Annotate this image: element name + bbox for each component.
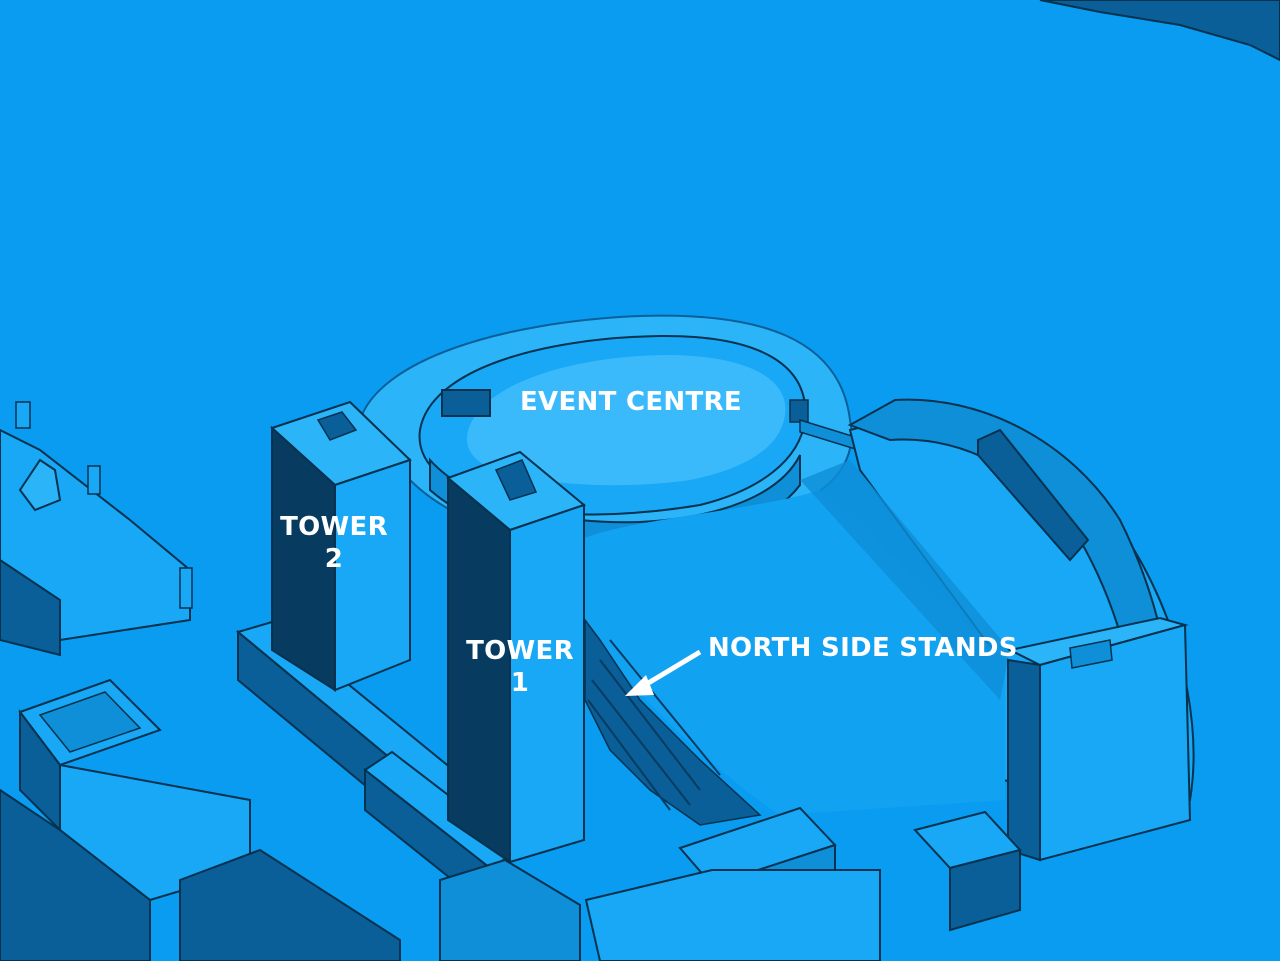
tower-1-label-line2: 1	[510, 668, 530, 698]
tower-1-roof-box	[494, 459, 538, 501]
north-side-stands-rows	[587, 639, 721, 811]
low-block-left-dark	[0, 788, 151, 961]
heritage-spire-left	[15, 401, 31, 429]
tower-2-front	[334, 458, 411, 692]
front-block-bottom-left	[179, 848, 401, 961]
river-edge	[1039, 0, 1280, 62]
stadium-scoreboard	[977, 428, 1090, 562]
event-centre-roof-highlight	[467, 355, 786, 486]
north-side-stands-label: NORTH SIDE STANDS	[708, 633, 1018, 663]
low-block-left-inner	[38, 691, 142, 753]
east-tower-side	[1007, 658, 1041, 862]
tower-2-label-line2: 2	[324, 544, 344, 574]
front-block-bottom	[584, 869, 881, 961]
heritage-spire-far	[179, 567, 193, 609]
heritage-building-dark-face	[0, 558, 61, 657]
tower-2-side	[271, 425, 336, 692]
tower-2-label: TOWER 2	[278, 511, 390, 575]
field-shadow-band	[800, 460, 1010, 700]
front-block-right-front	[949, 848, 1021, 932]
east-tower-roof-box	[1069, 639, 1113, 669]
tower-1-label: TOWER 1	[464, 635, 576, 699]
east-tower-front	[1039, 623, 1192, 862]
arrow-icon	[625, 649, 702, 696]
heritage-dome	[18, 458, 62, 512]
event-centre-roof-block-right	[789, 399, 809, 423]
event-centre-roof-block	[441, 389, 491, 417]
tower-2-roof-box	[316, 411, 358, 441]
tower-1-label-line1: TOWER	[466, 636, 574, 666]
heritage-spire-right	[87, 465, 101, 495]
front-block-bottom-mid	[439, 858, 581, 961]
tower-2-label-line1: TOWER	[280, 512, 388, 542]
event-centre-label: EVENT CENTRE	[520, 387, 742, 417]
